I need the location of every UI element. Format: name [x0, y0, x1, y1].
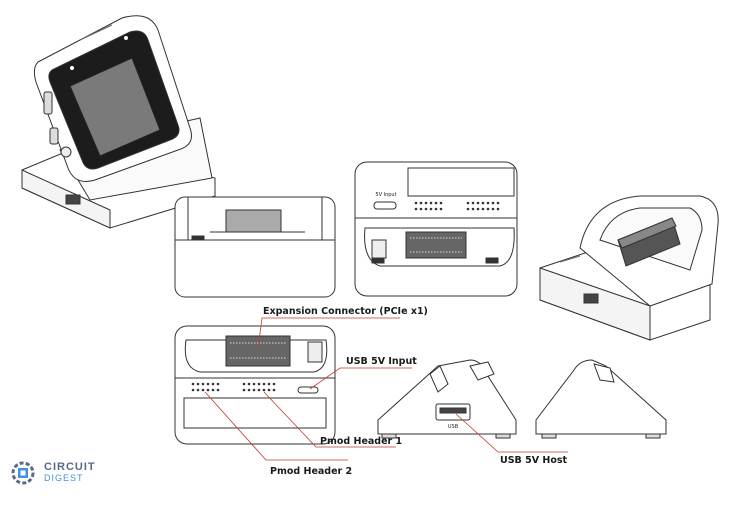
annotated-pmod-2 [191, 382, 220, 392]
side-mirror-view [535, 359, 667, 439]
sensor-dot [124, 36, 128, 40]
side-body [377, 359, 517, 435]
callout-usb-5v-input: USB 5V Input [346, 356, 417, 367]
rear-slot-cover [225, 209, 282, 233]
ports-usb-label: 5V Input [372, 189, 400, 198]
annotated-lower-recess [183, 397, 327, 429]
leader-expansion [257, 317, 400, 350]
callout-pmod-header-1: Pmod Header 1 [320, 436, 403, 447]
side-usb-marking: USB [448, 424, 459, 430]
annotated-pmod-1 [242, 382, 276, 392]
leader-lines [204, 317, 568, 461]
dock-card-top [617, 217, 677, 249]
mirror-tab [593, 363, 615, 383]
rear-ports-view: 5V Input [354, 161, 518, 297]
side-button-2 [49, 127, 59, 145]
annotated-pcie-pins [230, 342, 286, 359]
stand-usb-port [65, 194, 81, 205]
device-screen [69, 57, 161, 157]
logo-line-1: CIRCUIT [44, 461, 96, 473]
svg-text:5V Input: 5V Input [375, 192, 396, 198]
ports-pcie-slot [405, 231, 467, 259]
callout-pmod-header-2: Pmod Header 2 [270, 466, 353, 477]
ports-window [407, 167, 515, 197]
camera-dot [70, 66, 74, 70]
annotated-pcie-slot [225, 335, 291, 367]
ports-usb-c [373, 201, 397, 210]
mirror-foot [541, 433, 557, 439]
dock-vent [559, 255, 581, 263]
dock-perspective-view [539, 195, 719, 341]
gear-chip-icon [11, 461, 35, 485]
leader-pmod-2 [204, 391, 348, 461]
side-usb-view: USB [377, 359, 517, 439]
ports-pmod-left [414, 201, 443, 211]
side-usb-a-tongue [439, 407, 467, 414]
rear-clip [191, 235, 205, 241]
ports-side-connector [371, 239, 387, 259]
leader-usb-input [309, 367, 412, 390]
ports-clip-2 [485, 257, 499, 264]
callout-usb-5v-host: USB 5V Host [500, 455, 568, 466]
dock-usb-port [583, 293, 599, 304]
side-tab [429, 365, 449, 393]
annotated-side-connector [307, 341, 323, 363]
mirror-body [535, 359, 667, 435]
ports-pmod-right [466, 201, 500, 211]
top-vent [79, 24, 113, 41]
brand-logo: CIRCUIT DIGEST [8, 458, 96, 488]
ports-pcie-pins [410, 237, 462, 253]
rear-plain-view [174, 196, 336, 298]
side-foot-2 [495, 433, 511, 439]
front-perspective-view [21, 15, 216, 229]
leader-usb-host [455, 413, 568, 453]
ports-clip [371, 257, 385, 264]
mirror-foot-2 [645, 433, 661, 439]
side-tab-2 [469, 361, 495, 381]
callout-expansion-connector: Expansion Connector (PCIe x1) [263, 306, 428, 317]
side-button [43, 91, 53, 115]
rear-annotated-view: 5V Input [174, 325, 336, 445]
side-jack [60, 146, 72, 158]
logo-line-2: DIGEST [44, 473, 84, 483]
side-foot [381, 433, 397, 439]
dock-front [539, 267, 651, 341]
annotated-usb-c [297, 386, 319, 394]
leader-pmod-1 [263, 391, 396, 448]
